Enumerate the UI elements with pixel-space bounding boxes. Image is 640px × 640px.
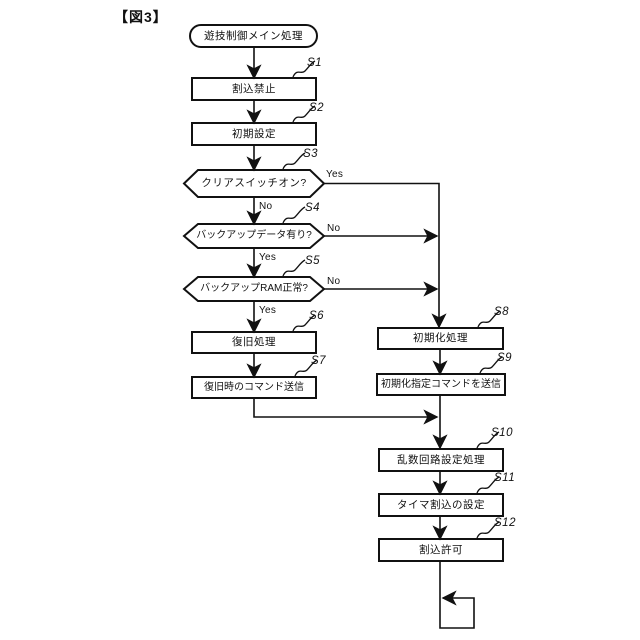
branch-label-s3-yes: Yes <box>326 169 344 180</box>
step-id-s5: S5 <box>305 255 321 267</box>
connector-s3-s8-yes <box>324 182 447 329</box>
step-id-s8: S8 <box>494 306 510 318</box>
leader-line-s5 <box>282 259 306 277</box>
leader-line-s8 <box>477 310 501 328</box>
branch-label-s4-yes: Yes <box>259 252 277 263</box>
leader-line-s3 <box>282 152 306 170</box>
node-label-s10: 乱数回路設定処理 <box>397 453 485 466</box>
node-label-s8: 初期化処理 <box>413 332 468 345</box>
leader-line-s12 <box>476 521 500 539</box>
step-id-s9: S9 <box>497 352 513 364</box>
leader-line-s2 <box>292 105 316 123</box>
leader-line-s6 <box>292 314 316 332</box>
branch-label-s5-yes: Yes <box>259 305 277 316</box>
node-label-s2: 初期設定 <box>232 127 276 140</box>
node-label-s12: 割込許可 <box>419 543 463 556</box>
branch-label-s4-no: No <box>327 223 341 234</box>
node-start-label: 遊技制御メイン処理 <box>204 29 303 42</box>
leader-line-s1 <box>292 60 316 78</box>
step-id-s12: S12 <box>494 517 516 529</box>
branch-label-s5-no: No <box>327 276 341 287</box>
step-id-s6: S6 <box>309 310 325 322</box>
node-label-s7: 復旧時のコマンド送信 <box>204 381 304 393</box>
connector-s7-join <box>253 398 439 425</box>
node-label-s4: バックアップデータ有り? <box>196 230 312 241</box>
node-label-s6: 復旧処理 <box>232 336 276 349</box>
step-id-s11: S11 <box>494 472 516 484</box>
leader-line-s10 <box>476 431 500 449</box>
node-label-s11: タイマ割込の設定 <box>397 498 485 511</box>
leader-line-s7 <box>294 359 318 377</box>
step-id-s2: S2 <box>309 102 325 114</box>
leader-line-s11 <box>476 476 500 494</box>
branch-label-s3-no: No <box>259 201 273 212</box>
step-id-s3: S3 <box>303 148 319 160</box>
leader-line-s4 <box>282 206 306 224</box>
node-label-s9: 初期化指定コマンドを送信 <box>381 378 501 390</box>
leader-line-s9 <box>479 356 503 374</box>
step-id-s7: S7 <box>311 355 327 367</box>
node-label-s1: 割込禁止 <box>232 82 276 95</box>
node-label-s5: バックアップRAM正常? <box>200 283 308 294</box>
step-id-s1: S1 <box>307 57 323 69</box>
step-id-s4: S4 <box>305 202 321 214</box>
connector-s12-loop <box>439 561 475 629</box>
figure-label: 【図3】 <box>114 9 168 25</box>
node-label-s3: クリアスイッチオン? <box>201 177 307 190</box>
step-id-s10: S10 <box>491 427 513 439</box>
